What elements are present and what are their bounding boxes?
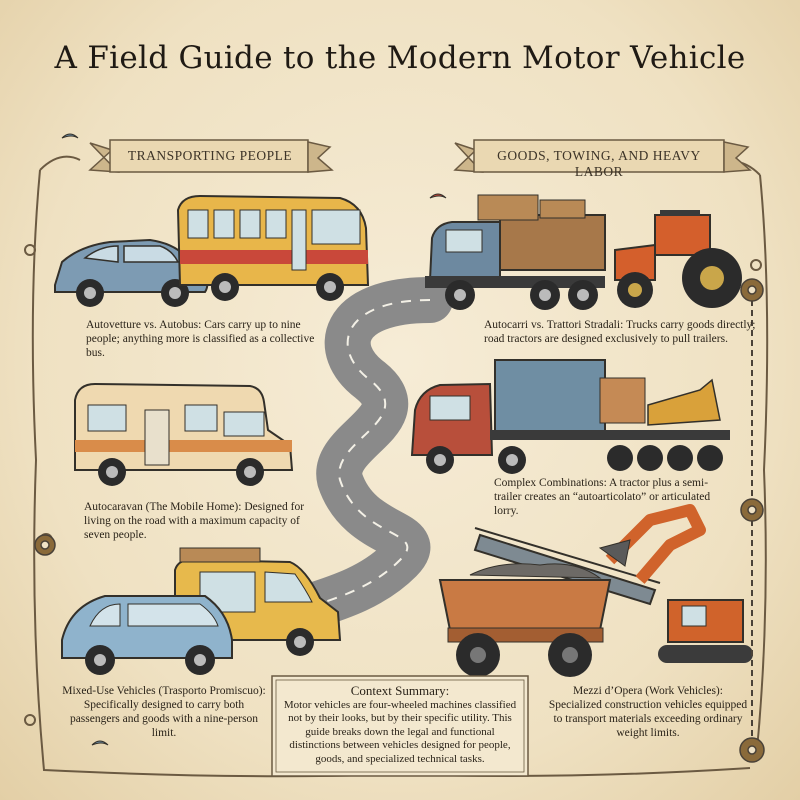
page-title: A Field Guide to the Modern Motor Vehicl…	[0, 40, 800, 76]
mining-dump-truck	[440, 564, 610, 677]
caption-combinations: Complex Combinations: A tractor plus a s…	[494, 476, 734, 518]
caption-work-vehicles: Mezzi d’Opera (Work Vehicles): Specializ…	[548, 684, 748, 740]
motorhome	[75, 384, 292, 486]
caption-label: Autocarri vs. Trattori Stradali:	[484, 319, 623, 331]
caption-label: Autocaravan (The Mobile Home):	[84, 501, 241, 513]
caption-motorhome: Autocaravan (The Mobile Home): Designed …	[84, 500, 319, 542]
yellow-bus	[178, 196, 368, 301]
cargo-truck	[425, 195, 605, 310]
caption-label: Mixed-Use Vehicles (Trasporto Promiscuo)…	[62, 685, 265, 697]
articulated-lorry	[412, 360, 730, 474]
caption-label: Complex Combinations:	[494, 477, 607, 489]
summary-title: Context Summary:	[280, 684, 520, 698]
banner-goods-towing: GOODS, TOWING, AND HEAVY LABOR	[474, 148, 724, 180]
caption-text: Specifically designed to carry both pass…	[70, 699, 258, 739]
context-summary: Context Summary: Motor vehicles are four…	[280, 684, 520, 766]
mixed-use-car	[62, 596, 232, 675]
summary-text: Motor vehicles are four-wheeled machines…	[284, 699, 516, 765]
caption-text: Specialized construction vehicles equipp…	[549, 699, 747, 739]
orange-tractor	[615, 210, 742, 308]
caption-cars-vs-bus: Autovetture vs. Autobus: Cars carry up t…	[86, 318, 331, 360]
caption-label: Autovetture vs. Autobus:	[86, 319, 201, 331]
caption-label: Mezzi d’Opera (Work Vehicles):	[573, 685, 723, 697]
caption-trucks-vs-tractors: Autocarri vs. Trattori Stradali: Trucks …	[484, 318, 759, 346]
caption-mixed-use: Mixed-Use Vehicles (Trasporto Promiscuo)…	[58, 684, 270, 740]
banner-transporting-people: TRANSPORTING PEOPLE	[112, 148, 308, 164]
